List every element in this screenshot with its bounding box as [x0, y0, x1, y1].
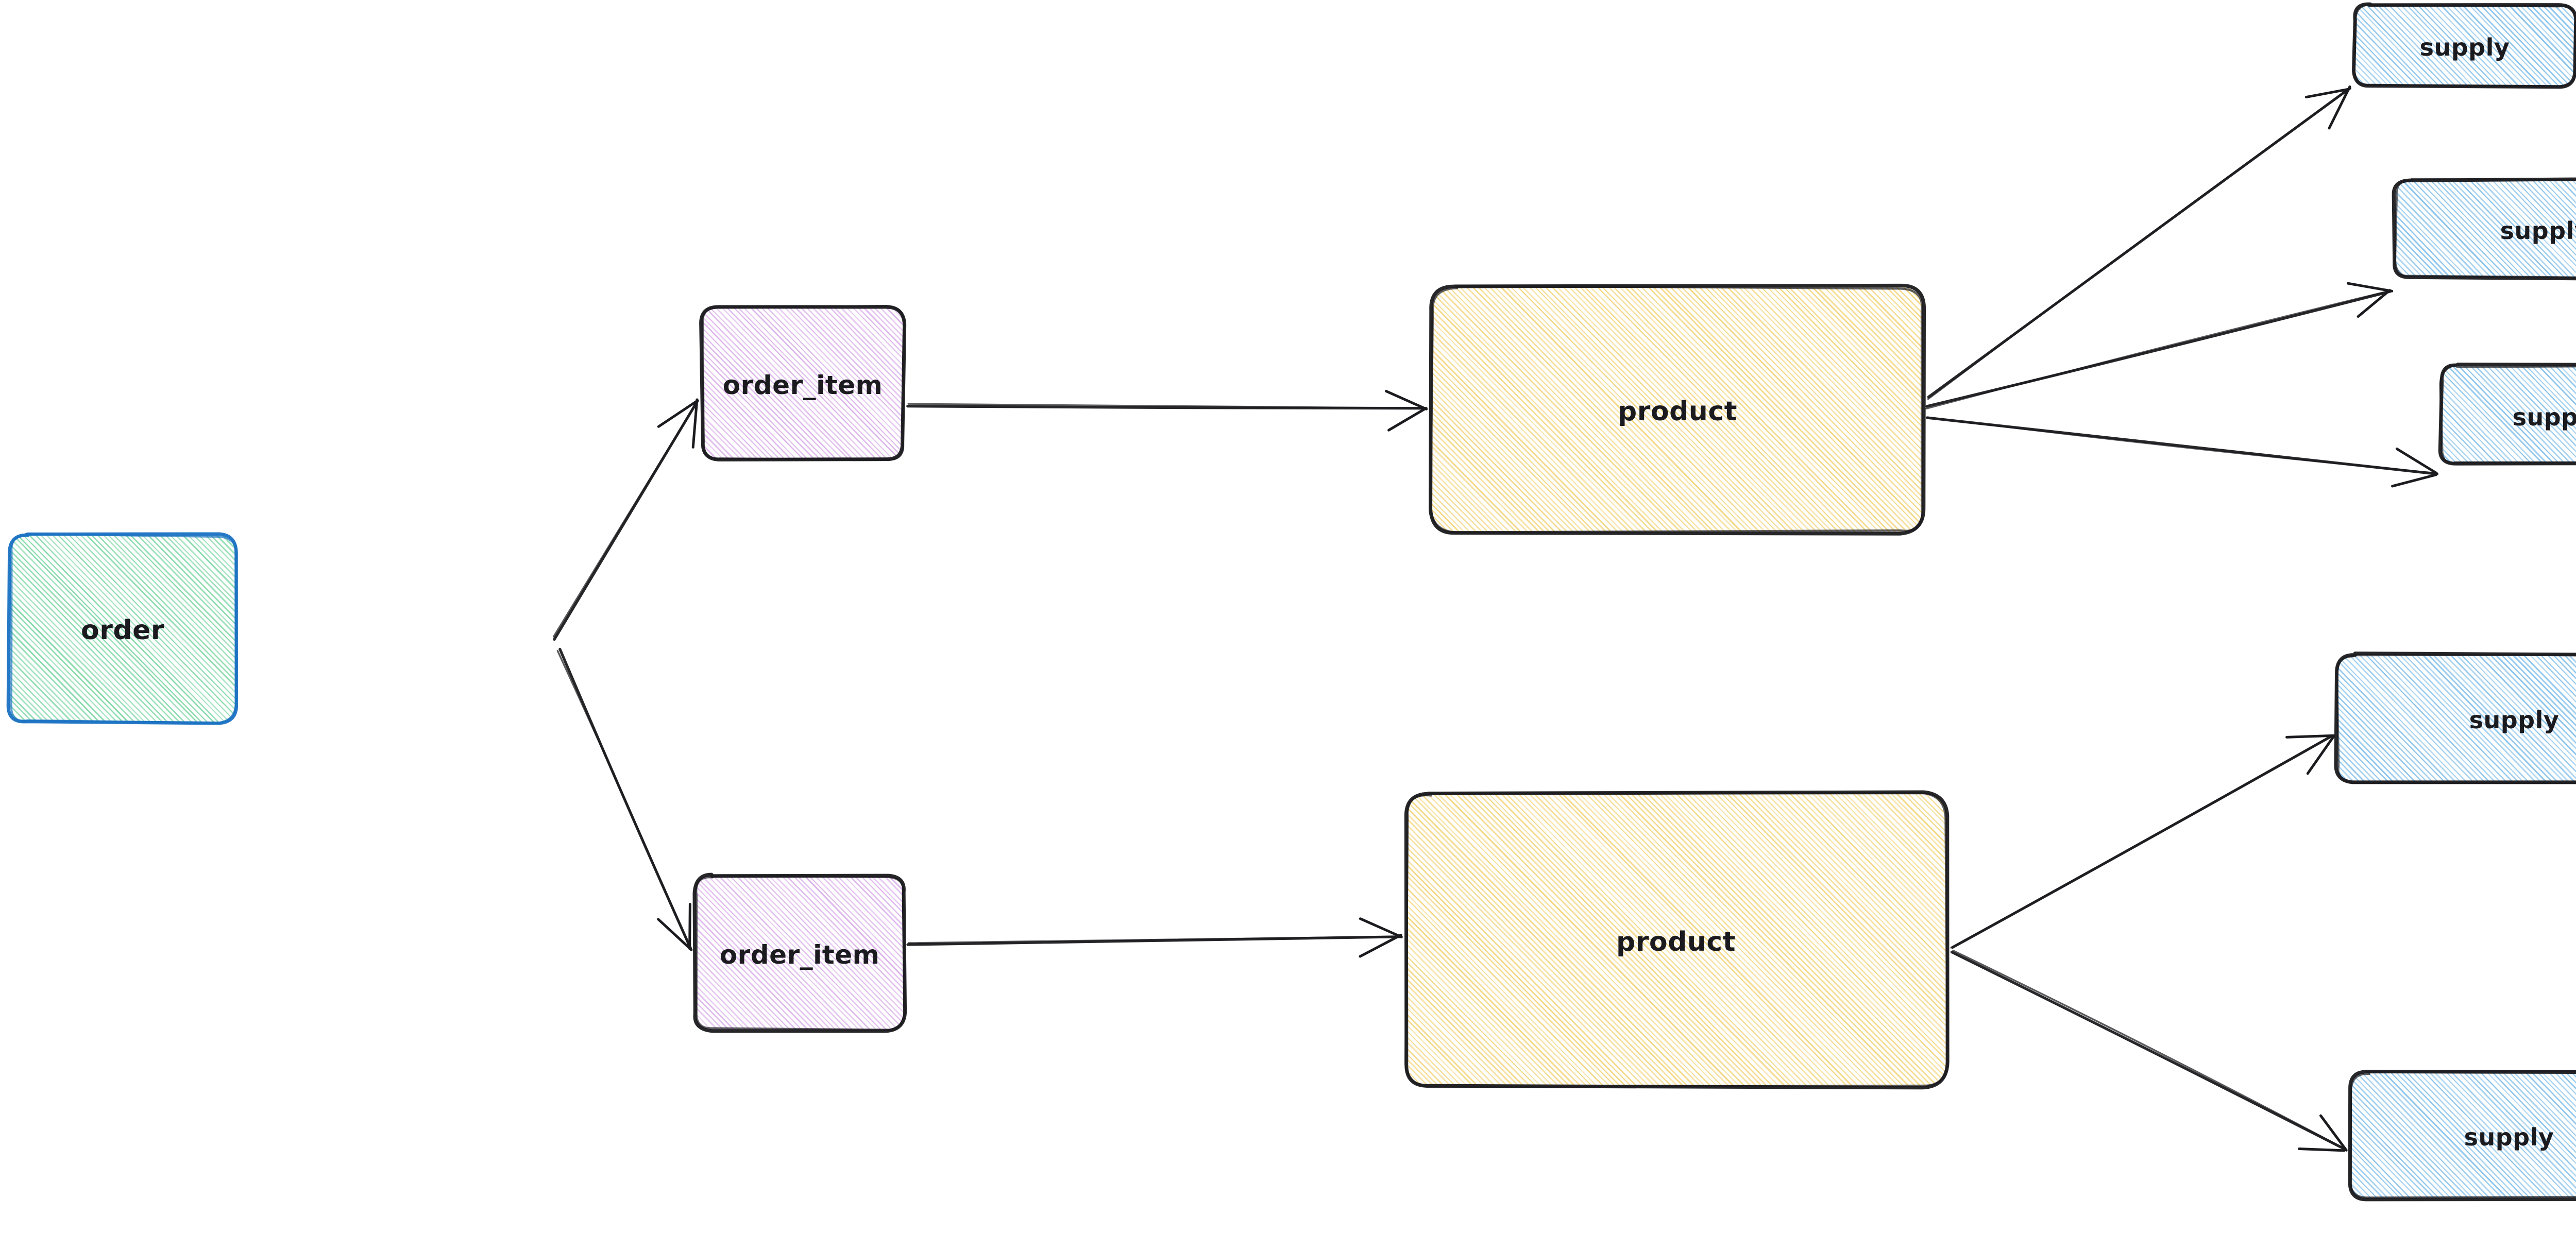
edge-stroke — [907, 403, 1428, 409]
node-outline — [1429, 283, 1926, 536]
edge-arrowhead — [657, 400, 698, 428]
node-supply_t1[interactable]: supply — [2272, 1, 2576, 90]
edge-arrowhead — [2304, 88, 2351, 99]
node-supply_t2[interactable]: supply — [2295, 176, 2576, 281]
edge-stroke — [1925, 289, 2392, 409]
edge-stroke — [1927, 87, 2351, 400]
edge-arrowhead — [1359, 917, 1403, 938]
node-label-order_item_top: order_item — [723, 370, 883, 400]
edge-product_bottom-to-supply_b2[interactable] — [1950, 949, 2348, 1152]
edge-arrowhead — [2357, 289, 2391, 318]
node-supply_t3[interactable]: supply — [2342, 363, 2576, 468]
node-label-product_top: product — [1618, 396, 1737, 427]
node-outline-second-pass — [701, 304, 905, 461]
edge-arrowhead — [2391, 473, 2437, 488]
edge-stroke — [1950, 734, 2333, 949]
node-outline-second-pass — [2394, 178, 2576, 279]
node-outline-second-pass — [2353, 3, 2576, 88]
edge-arrowhead — [1387, 407, 1427, 432]
edges-layer — [552, 85, 2438, 1152]
edge-arrowhead — [2346, 282, 2394, 293]
node-outline — [2392, 177, 2576, 281]
edge-stroke — [1926, 416, 2438, 474]
edge-arrowhead — [2306, 735, 2335, 775]
node-hachure-fill — [2354, 4, 2575, 87]
edge-arrowhead — [691, 398, 699, 449]
node-label-supply_t3: supply — [2513, 403, 2576, 431]
edge-stroke — [908, 935, 1402, 944]
edge-order-to-order_item_top[interactable] — [552, 398, 699, 641]
node-label-supply_b1: supply — [2469, 706, 2560, 734]
node-outline-second-pass — [1429, 284, 1924, 534]
node-hachure-fill — [9, 535, 236, 722]
node-outline-second-pass — [2349, 1070, 2576, 1199]
edge-stroke — [1950, 950, 2347, 1151]
node-label-order_item_bottom: order_item — [720, 940, 879, 970]
edge-arrowhead — [2395, 447, 2437, 474]
edge-arrowhead — [2285, 734, 2335, 739]
node-outline — [2348, 1070, 2576, 1202]
edge-product_top-to-supply_t2[interactable] — [1925, 282, 2394, 409]
edge-stroke — [552, 399, 699, 638]
node-hachure-fill — [1405, 793, 1946, 1087]
edge-arrowhead — [657, 918, 693, 951]
node-hachure-fill — [2336, 654, 2576, 782]
node-hachure-fill — [2349, 1071, 2576, 1199]
node-order[interactable]: order — [0, 532, 613, 725]
node-label-supply_b2: supply — [2464, 1123, 2554, 1151]
node-hachure-fill — [702, 306, 904, 460]
node-hachure-fill — [1431, 286, 1924, 533]
node-hachure-fill — [2441, 366, 2576, 465]
edge-order_item_top-to-product_top[interactable] — [906, 389, 1428, 432]
edge-order-to-order_item_bottom[interactable] — [556, 647, 693, 951]
edge-stroke — [556, 649, 691, 949]
node-supply_b2[interactable]: supply — [2222, 1068, 2576, 1202]
node-outline-second-pass — [10, 533, 238, 724]
node-background — [2354, 4, 2575, 87]
node-product_top[interactable]: product — [1185, 283, 2414, 536]
node-outline-second-pass — [2439, 364, 2576, 464]
edge-arrowhead — [2319, 1114, 2348, 1152]
edge-order_item_bottom-to-product_bottom[interactable] — [906, 917, 1403, 958]
node-outline-second-pass — [695, 874, 906, 1031]
node-label-order: order — [81, 615, 164, 646]
edge-arrowhead — [2298, 1148, 2346, 1152]
node-label-product_bottom: product — [1616, 927, 1736, 957]
node-label-supply_t1: supply — [2420, 33, 2510, 61]
edge-stroke — [1952, 949, 2347, 1151]
edge-arrowhead — [1359, 933, 1402, 958]
node-order_item_top[interactable]: order_item — [547, 303, 1214, 464]
node-supply_b1[interactable]: supply — [2209, 651, 2576, 785]
node-outline-second-pass — [2335, 653, 2576, 784]
node-order_item_bottom[interactable]: order_item — [539, 872, 1213, 1033]
node-hachure-fill — [694, 876, 905, 1030]
edge-product_top-to-supply_t3[interactable] — [1925, 416, 2438, 488]
node-hachure-fill — [2395, 179, 2576, 278]
nodes-layer: orderorder_itemproductsupplysupplysupply… — [0, 1, 2576, 1202]
edge-arrowhead — [2328, 85, 2351, 130]
edge-arrowhead — [1385, 389, 1428, 410]
node-outline-second-pass — [1404, 792, 1949, 1088]
edge-product_top-to-supply_t1[interactable] — [1927, 85, 2351, 400]
node-product_bottom[interactable]: product — [1112, 790, 2537, 1090]
edge-product_bottom-to-supply_b1[interactable] — [1950, 734, 2335, 949]
node-label-supply_t2: supply — [2500, 217, 2576, 245]
